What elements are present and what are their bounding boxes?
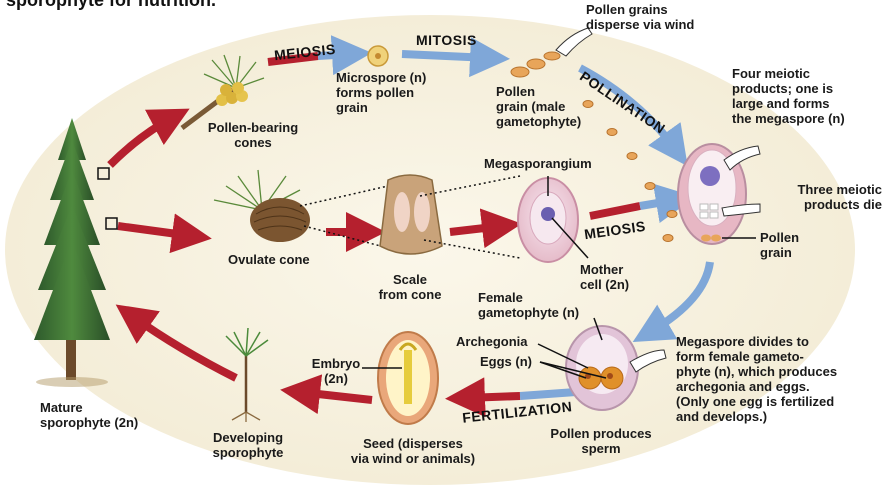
label-microspore: Microspore (n) forms pollen grain (336, 70, 446, 115)
label-pollen-grain-male: Pollen grain (male gametophyte) (496, 84, 606, 129)
label-megaspore-divides: Megaspore divides to form female gameto-… (676, 334, 886, 424)
label-four-meiotic: Four meiotic products; one is large and … (732, 66, 882, 126)
label-eggs: Eggs (n) (480, 354, 550, 369)
label-ovulate-cone: Ovulate cone (228, 252, 338, 267)
scale-from-cone-image (380, 175, 442, 254)
label-megasporangium: Megasporangium (484, 156, 614, 171)
label-seed: Seed (disperses via wind or animals) (338, 436, 488, 466)
label-pollen-produces-sperm: Pollen produces sperm (536, 426, 666, 456)
microspore-nucleus (375, 53, 381, 59)
label-archegonia: Archegonia (456, 334, 546, 349)
arrow-fertilization-blue (520, 392, 576, 396)
label-three-meiotic: Three meiotic products die (770, 182, 882, 212)
arrow-fertilization-red (465, 396, 520, 398)
stage-mitosis: MITOSIS (416, 32, 477, 48)
label-female-gametophyte: Female gametophyte (n) (478, 290, 608, 320)
arrow-mitosis (402, 54, 490, 58)
label-mother-cell: Mother cell (2n) (580, 262, 660, 292)
seed-image (378, 332, 438, 424)
label-pollen-disperse: Pollen grains disperse via wind (586, 2, 736, 32)
label-pollen-bearing-cones: Pollen-bearing cones (188, 120, 318, 150)
label-scale: Scale from cone (370, 272, 450, 302)
label-pollen-grain: Pollen grain (760, 230, 830, 260)
label-embryo: Embryo (2n) (306, 356, 366, 386)
label-developing-sporophyte: Developing sporophyte (198, 430, 298, 460)
label-mature-sporophyte: Mature sporophyte (2n) (40, 400, 160, 430)
title-fragment: sporophyte for nutrition. (6, 0, 216, 11)
